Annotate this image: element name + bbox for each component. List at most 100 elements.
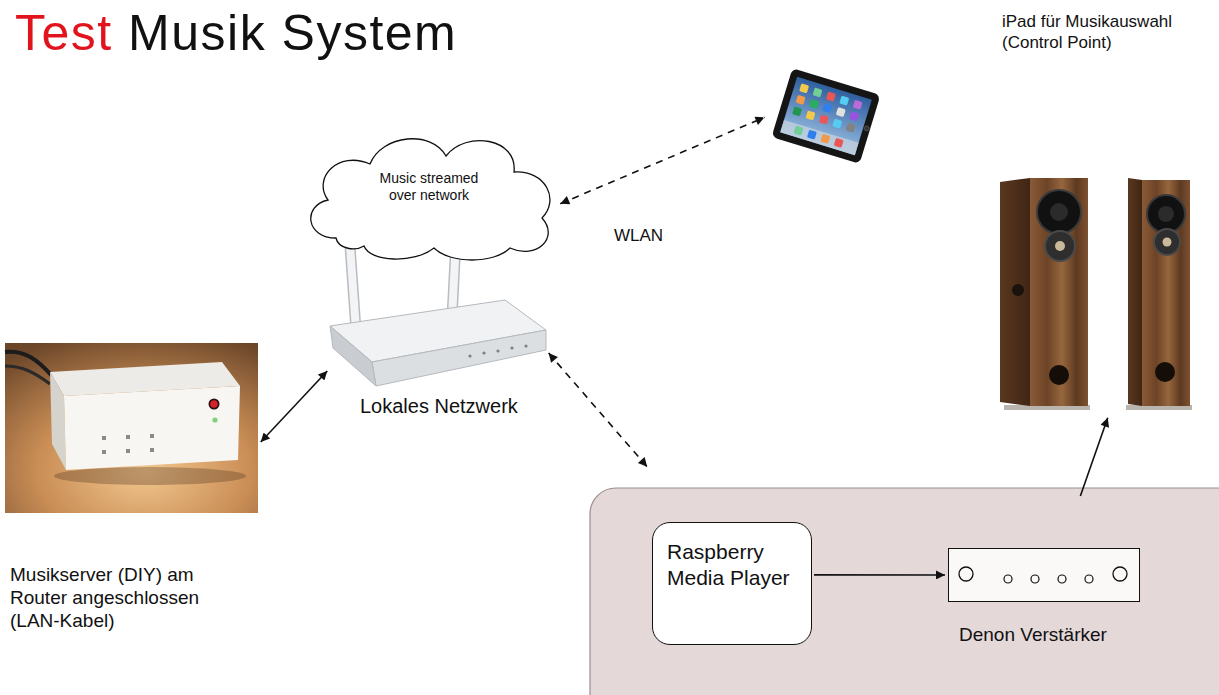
router — [468, 354, 471, 357]
speakers — [1154, 229, 1180, 255]
ipad — [822, 103, 832, 113]
speakers — [1147, 195, 1185, 233]
speakers — [1030, 178, 1088, 406]
label-holder: WLAN — [614, 226, 663, 247]
server-photo — [5, 366, 50, 384]
player-zone-ground — [590, 488, 1219, 695]
player-zone: Raspberry Media PlayerDenon Verstärker — [590, 488, 1219, 695]
media-player-box: Raspberry Media Player — [652, 522, 812, 645]
router — [330, 326, 376, 386]
speakers — [1000, 178, 1192, 410]
router — [350, 246, 356, 330]
speakers — [1012, 284, 1024, 296]
ipad — [819, 115, 829, 125]
caption-holder: Denon Verstärker — [959, 623, 1179, 646]
speakers — [1049, 365, 1069, 385]
amplifier-box: Denon Verstärker — [948, 548, 1140, 602]
ipad — [832, 119, 842, 129]
ipad — [796, 95, 806, 105]
ipad — [820, 134, 830, 144]
node-label: Raspberry Media Player — [667, 539, 797, 590]
caption-holder: Lokales Netzwerk — [360, 394, 590, 418]
server-photo — [50, 372, 66, 470]
ipad — [836, 107, 846, 117]
server-photo — [5, 343, 258, 513]
ipad — [846, 123, 856, 133]
ipad — [849, 111, 859, 121]
node-caption: Denon Verstärker — [959, 623, 1179, 646]
ipad — [809, 99, 819, 109]
speakers — [1163, 238, 1172, 247]
music-server: Musikserver (DIY) am Router angeschlosse… — [5, 343, 258, 513]
node-caption: Lokales Netzwerk — [360, 394, 590, 418]
caption-holder: iPad für Musikauswahl (Control Point) — [1002, 12, 1212, 53]
speakers — [1055, 241, 1065, 251]
ipad — [839, 96, 849, 106]
router — [510, 346, 513, 349]
amplifier-front — [959, 567, 973, 581]
router — [524, 344, 527, 347]
ipad — [792, 106, 802, 116]
ipad — [813, 87, 823, 97]
ipad — [826, 92, 836, 102]
server-photo — [209, 399, 220, 410]
server-photo — [126, 449, 130, 453]
node-caption: iPad für Musikauswahl (Control Point) — [1002, 12, 1212, 53]
network-cloud: Music streamed over network — [298, 126, 560, 264]
router: Lokales Netzwerk — [330, 236, 546, 386]
ipad — [771, 68, 880, 164]
speakers — [1155, 362, 1175, 382]
ipad — [794, 126, 804, 136]
speakers — [1037, 190, 1081, 234]
amplifier-front — [1113, 567, 1127, 581]
server-photo — [64, 386, 240, 470]
ipad — [805, 110, 815, 120]
router — [496, 349, 499, 352]
server-photo — [54, 467, 246, 485]
amplifier-front — [948, 548, 1140, 602]
amplifier-front — [1004, 575, 1012, 583]
diagram-title: Test Musik System — [15, 5, 460, 63]
router — [350, 246, 356, 330]
server-photo — [150, 448, 154, 452]
router — [330, 240, 546, 386]
cable-link — [1080, 418, 1107, 496]
server-photo — [102, 436, 106, 440]
ipad — [771, 68, 880, 164]
ipad — [780, 77, 872, 155]
title-holder: Test Musik System — [15, 5, 460, 63]
ipad — [853, 100, 863, 110]
speakers — [1158, 206, 1174, 222]
server-photo — [5, 343, 258, 513]
speakers — [1050, 203, 1068, 221]
ipad-control-point: iPad für Musikauswahl (Control Point) — [770, 62, 882, 168]
ipad — [834, 138, 844, 148]
caption-holder: Musikserver (DIY) am Router angeschlosse… — [10, 563, 240, 633]
amplifier-front — [1058, 575, 1066, 583]
node-label: Music streamed over network — [373, 170, 485, 204]
speakers — [1128, 178, 1142, 406]
ipad — [807, 130, 817, 140]
server-photo — [210, 400, 218, 408]
router — [482, 351, 485, 354]
speakers — [1142, 180, 1190, 406]
server-photo — [126, 435, 130, 439]
server-photo — [150, 434, 154, 438]
server-photo — [102, 450, 106, 454]
cloud-outline — [311, 139, 550, 260]
connection-label: WLAN — [614, 226, 663, 247]
wireless-link — [560, 117, 764, 203]
speakers — [1045, 231, 1075, 261]
ipad — [780, 120, 858, 155]
router — [372, 330, 546, 386]
cable-link — [261, 371, 328, 442]
ipad — [799, 83, 809, 93]
wireless-link — [549, 353, 648, 467]
cable-link — [814, 574, 945, 576]
server-photo — [212, 417, 217, 422]
amplifier-front — [948, 548, 1140, 602]
amplifier-front — [1031, 575, 1039, 583]
speakers — [998, 172, 1194, 412]
amplifier-front — [1085, 575, 1093, 583]
